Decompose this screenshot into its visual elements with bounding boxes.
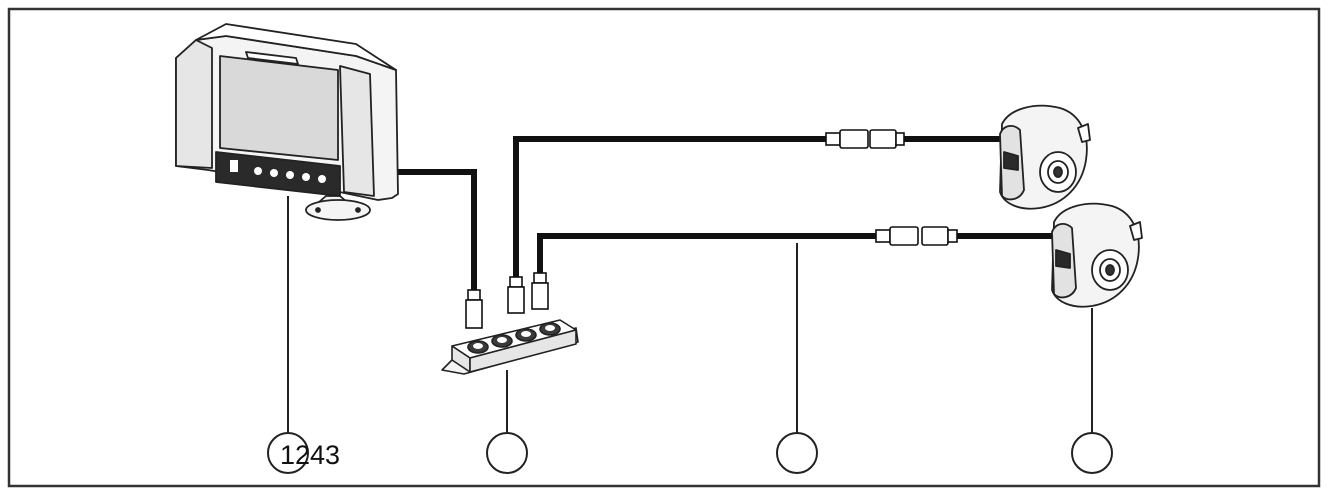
camera-icon: [999, 104, 1091, 210]
callout-junction-box: [486, 432, 528, 474]
inline-connector-lower: [875, 226, 958, 246]
callout-circles: [267, 432, 1113, 474]
cable-plugs: [465, 272, 549, 329]
callout-camera: [1071, 432, 1113, 474]
callout-cable: [776, 432, 818, 474]
callout-monitor: [267, 432, 309, 474]
monitor-screen: [219, 55, 339, 161]
callout-label: 1243: [280, 440, 340, 470]
cable-lines: [396, 136, 1057, 292]
junction-box-icon: [441, 319, 579, 375]
leader-lines: [287, 196, 1093, 433]
inline-connector-upper: [825, 129, 905, 149]
camera-cable-upper: [513, 136, 828, 279]
camera-icon-lower: [1051, 202, 1143, 308]
monitor-cable: [396, 169, 477, 292]
monitor-icon: [175, 23, 399, 221]
camera-cable-lower: [537, 233, 880, 275]
